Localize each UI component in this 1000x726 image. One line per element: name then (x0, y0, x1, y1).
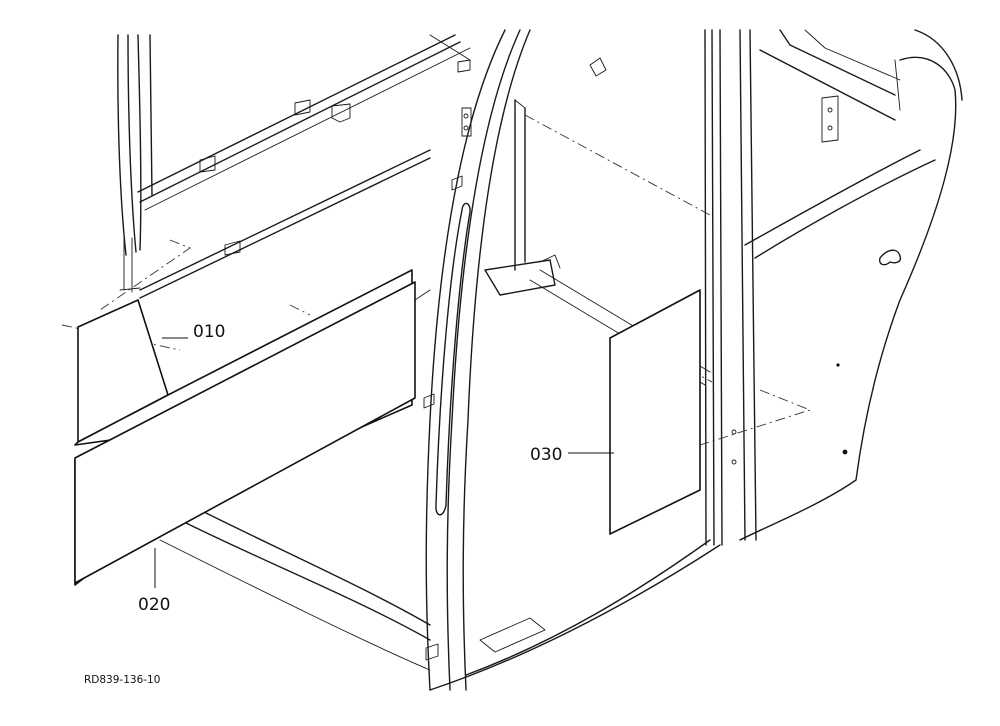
rear-frame (484, 57, 711, 386)
floor-frame (159, 509, 721, 691)
label-part-030: 030 (530, 445, 562, 465)
center-pillar (423, 29, 531, 691)
drawing-code: RD839-136-10 (84, 674, 160, 686)
label-part-020: 020 (138, 595, 170, 615)
rear-door (739, 29, 963, 541)
front-sill-rail (139, 149, 431, 301)
rear-posts (704, 29, 757, 546)
roof-rail (137, 34, 471, 211)
panel-030 (609, 289, 701, 535)
label-part-010: 010 (193, 322, 225, 342)
leader-lines (154, 337, 614, 588)
left-pillar (117, 34, 142, 293)
panel-020-face (74, 281, 416, 584)
